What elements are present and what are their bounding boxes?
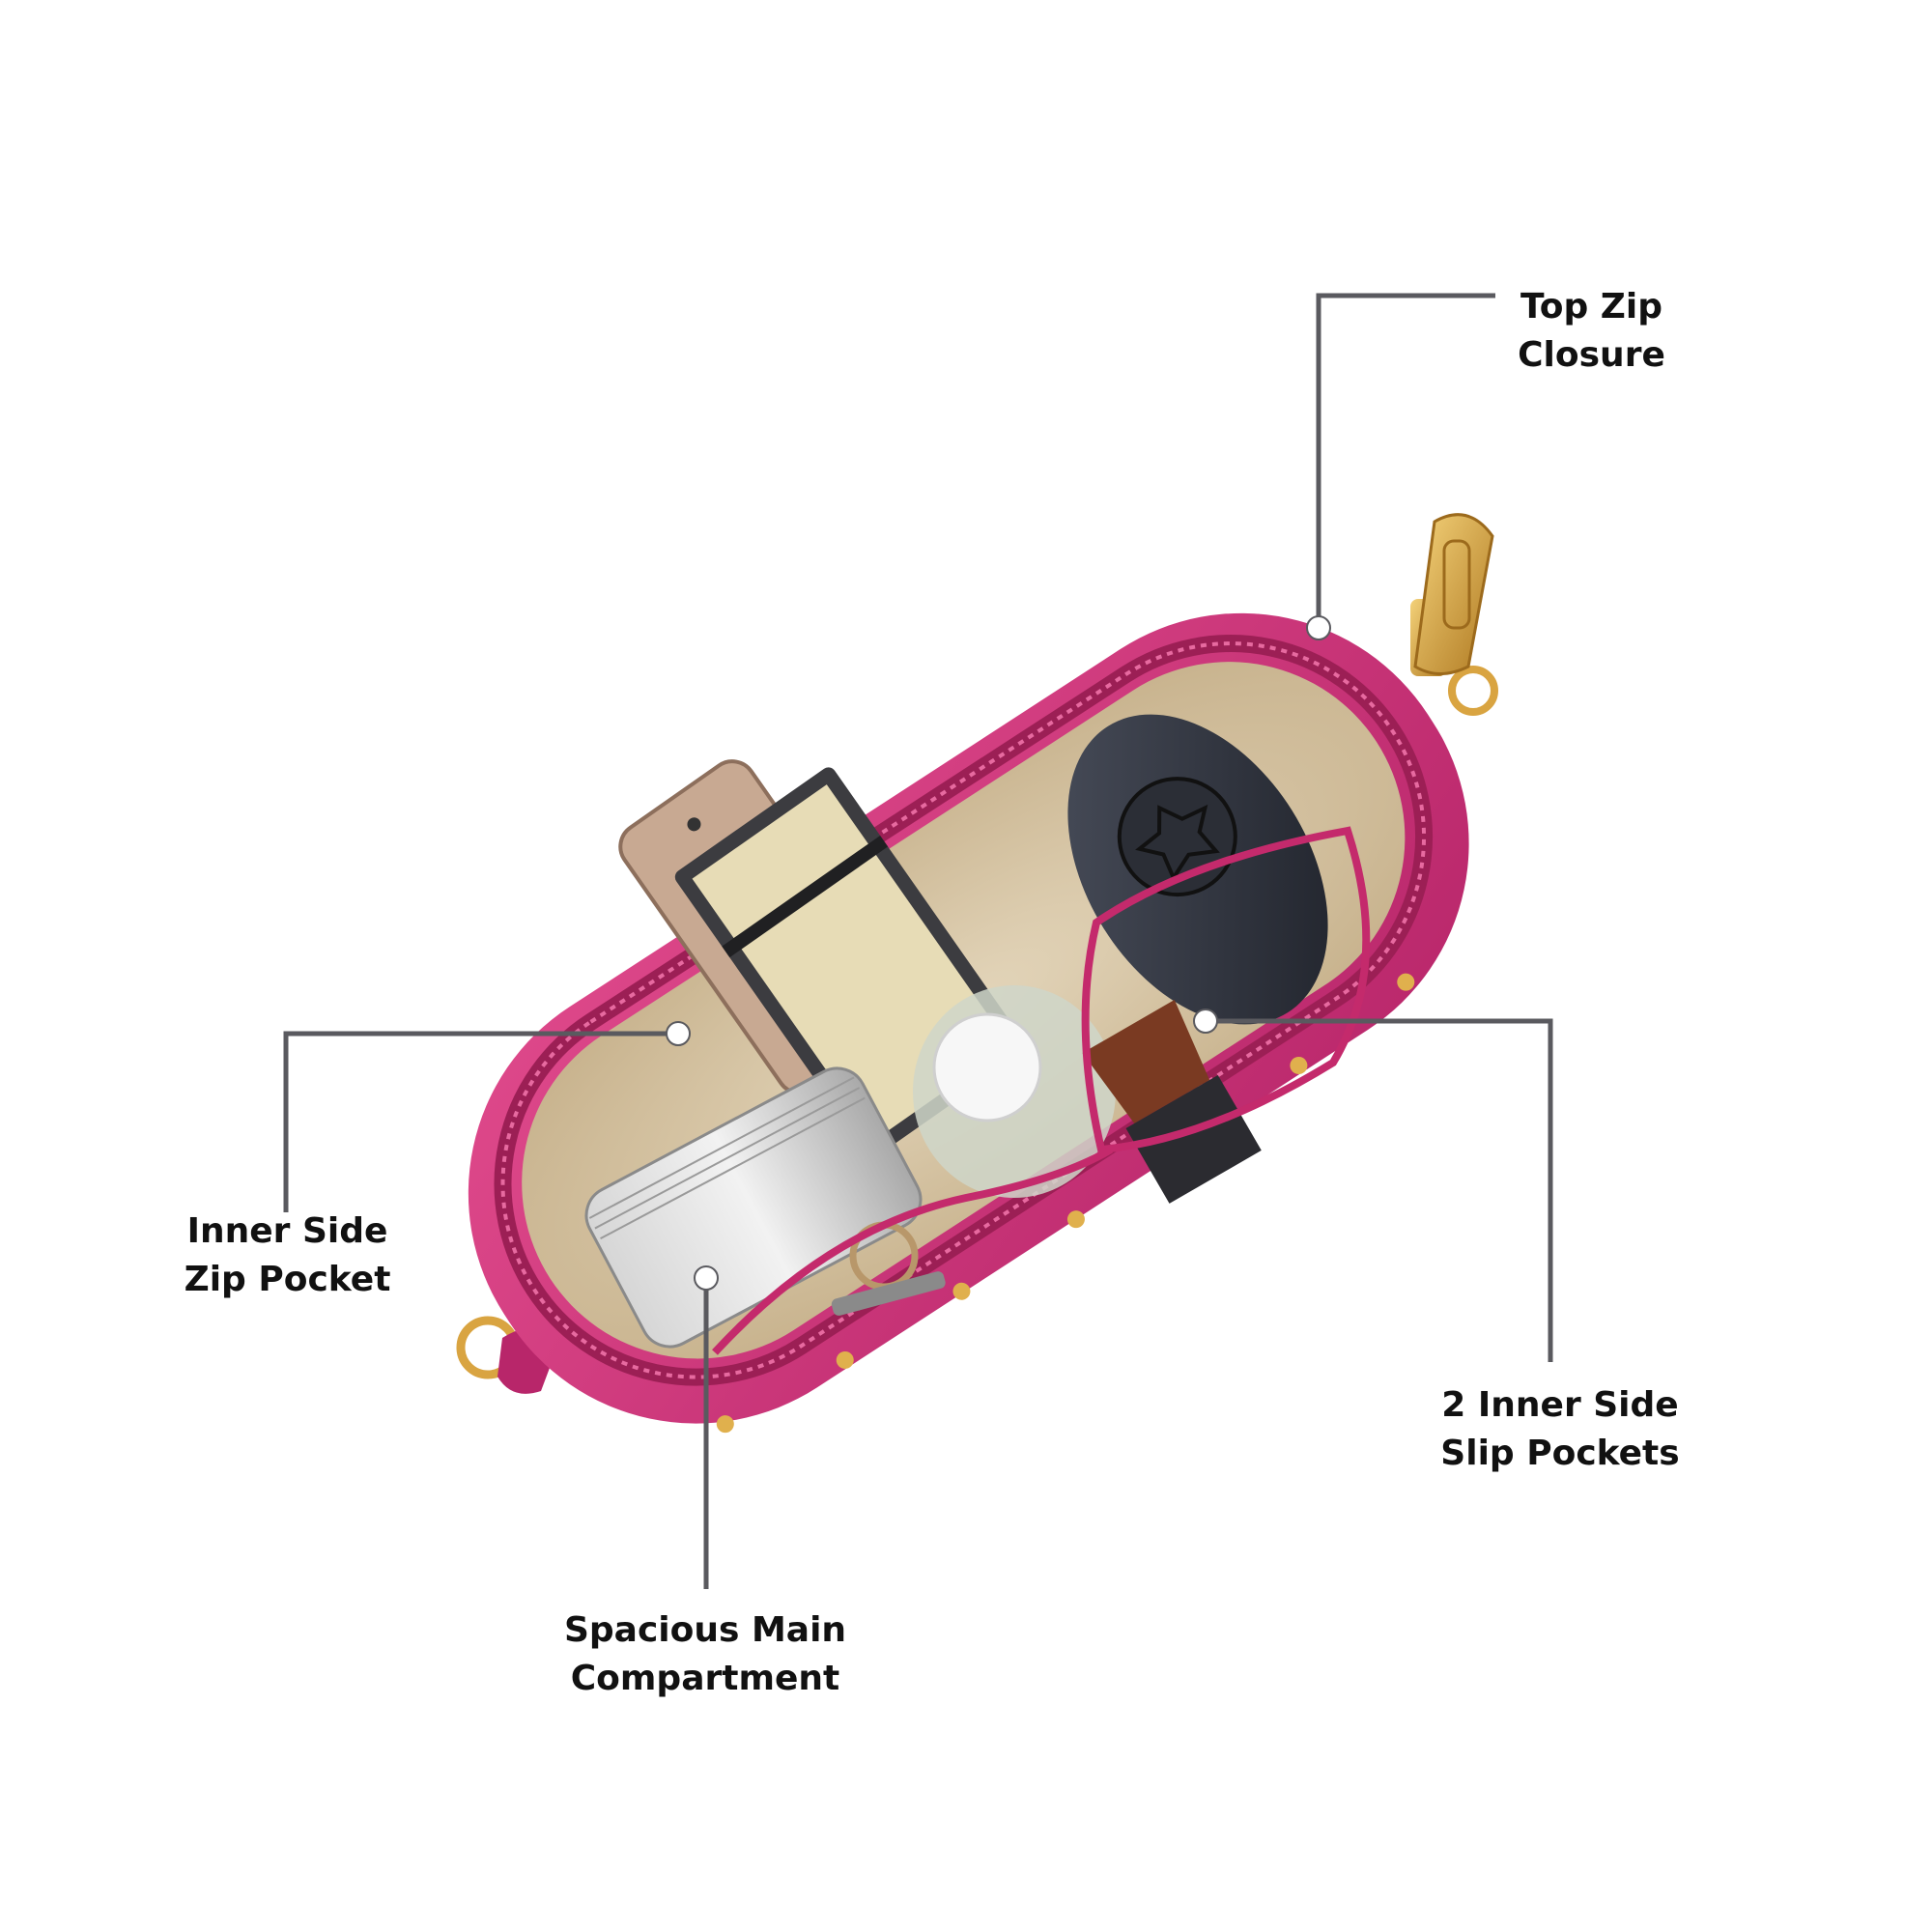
callout-label-spacious-main-compartment: Spacious Main Compartment	[551, 1606, 860, 1703]
callout-line: Compartment	[570, 1659, 840, 1698]
glass-jar	[913, 985, 1116, 1198]
callout-dot-inner-side-zip-pocket	[666, 1021, 691, 1046]
slip-pocket-panel	[1081, 826, 1371, 1154]
leader-inner-side-slip-pockets	[1206, 1018, 1553, 1362]
callout-line: Spacious Main	[563, 1610, 847, 1650]
callout-label-inner-side-zip-pocket: Inner Side Zip Pocket	[164, 1208, 411, 1304]
callout-line: Closure	[1518, 335, 1665, 375]
zipper-pull	[1410, 513, 1494, 676]
callout-dot-inner-side-slip-pockets	[1193, 1009, 1218, 1034]
strap-ring-right	[1448, 666, 1498, 716]
callout-dot-top-zip-closure	[1306, 615, 1331, 640]
front-zip-pocket-panel	[712, 1146, 1114, 1355]
callout-dot-spacious-main-compartment	[694, 1265, 719, 1291]
callout-line: 2 Inner Side	[1441, 1385, 1679, 1425]
callout-label-top-zip-closure: Top Zip Closure	[1488, 283, 1695, 380]
callout-line: Top Zip	[1520, 287, 1663, 327]
callout-line: Slip Pockets	[1440, 1434, 1680, 1473]
callout-line: Zip Pocket	[184, 1260, 391, 1299]
bag-contents	[584, 714, 1328, 1349]
callout-label-inner-side-slip-pockets: 2 Inner Side Slip Pockets	[1420, 1381, 1700, 1478]
callout-line: Inner Side	[186, 1211, 388, 1251]
leader-top-zip-closure	[1316, 293, 1495, 628]
leader-inner-side-zip-pocket	[283, 1031, 678, 1212]
lipstick	[1082, 1000, 1262, 1204]
